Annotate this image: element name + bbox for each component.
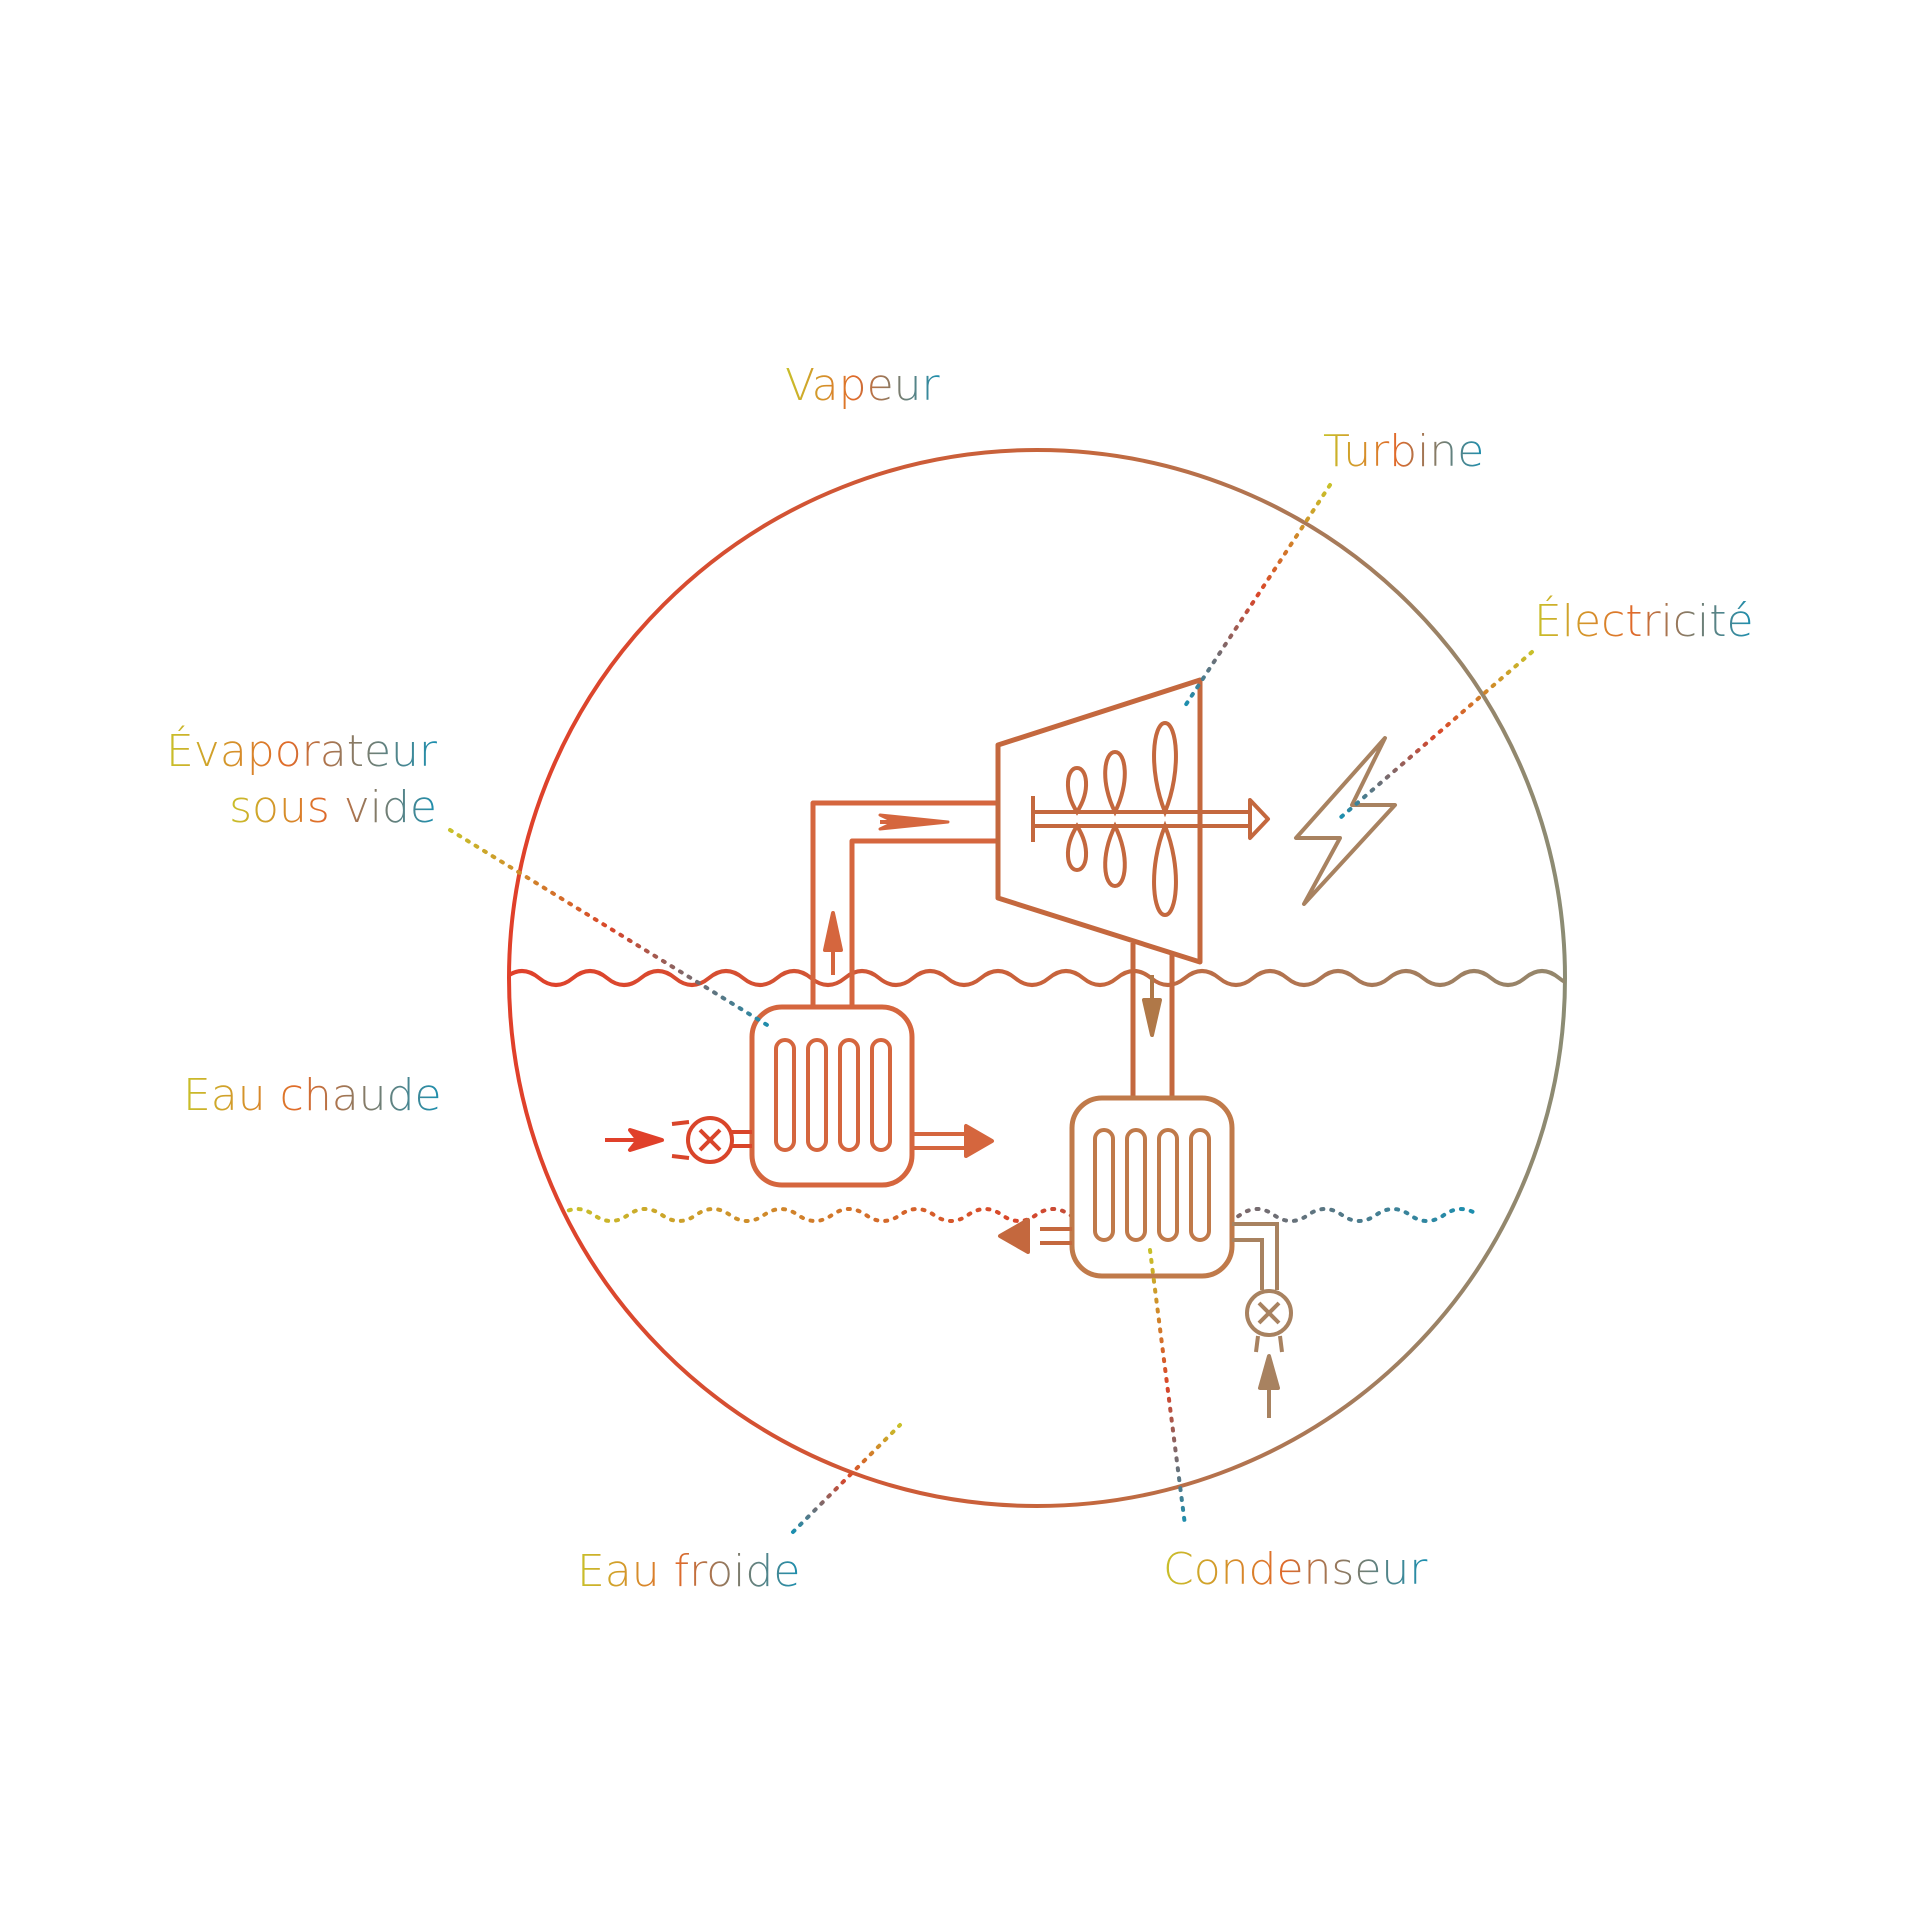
steam-pipe: [810, 800, 998, 1007]
condensate-pipe: [1130, 943, 1175, 1098]
leader-condenseur: [1148, 1248, 1187, 1527]
label-eau-froide: Eau froide: [577, 1546, 800, 1597]
boundary-circle: [507, 448, 1567, 1508]
thermocline-dotted-wave: [558, 1207, 1480, 1223]
turbine-shaft: [1031, 796, 1270, 842]
sea-surface-wave: [509, 969, 1565, 987]
leader-evaporateur: [448, 828, 774, 1030]
label-turbine: Turbine: [1323, 426, 1484, 477]
label-eau-chaude: Eau chaude: [183, 1070, 442, 1121]
label-evaporateur-line1: Évaporateur: [166, 724, 438, 777]
lightning-bolt-icon: [1294, 736, 1397, 906]
turbine-icon: [995, 677, 1203, 965]
hot-water-outlet-arrow: [964, 1124, 994, 1158]
label-condenseur: Condenseur: [1163, 1544, 1428, 1595]
label-evaporateur-line2: sous vide: [229, 782, 437, 833]
cold-water-outlet-arrow: [998, 1218, 1030, 1254]
evaporator-outlet: [912, 1132, 966, 1150]
leader-eau-froide: [791, 1423, 902, 1534]
turbine-blades: [1066, 720, 1178, 918]
leader-turbine: [1183, 483, 1332, 708]
condenser-heat-exchanger-icon: [1069, 1095, 1235, 1279]
evaporator-heat-exchanger-icon: [749, 1004, 915, 1188]
condenser-outlet: [1040, 1227, 1072, 1245]
condenser-inlet-pipe: [1232, 1222, 1293, 1353]
label-vapeur: Vapeur: [785, 360, 941, 411]
pump-icon: [671, 1116, 752, 1164]
leader-electricite: [1338, 650, 1534, 820]
label-electricite: Électricité: [1534, 594, 1754, 647]
down-arrow: [1142, 998, 1162, 1037]
